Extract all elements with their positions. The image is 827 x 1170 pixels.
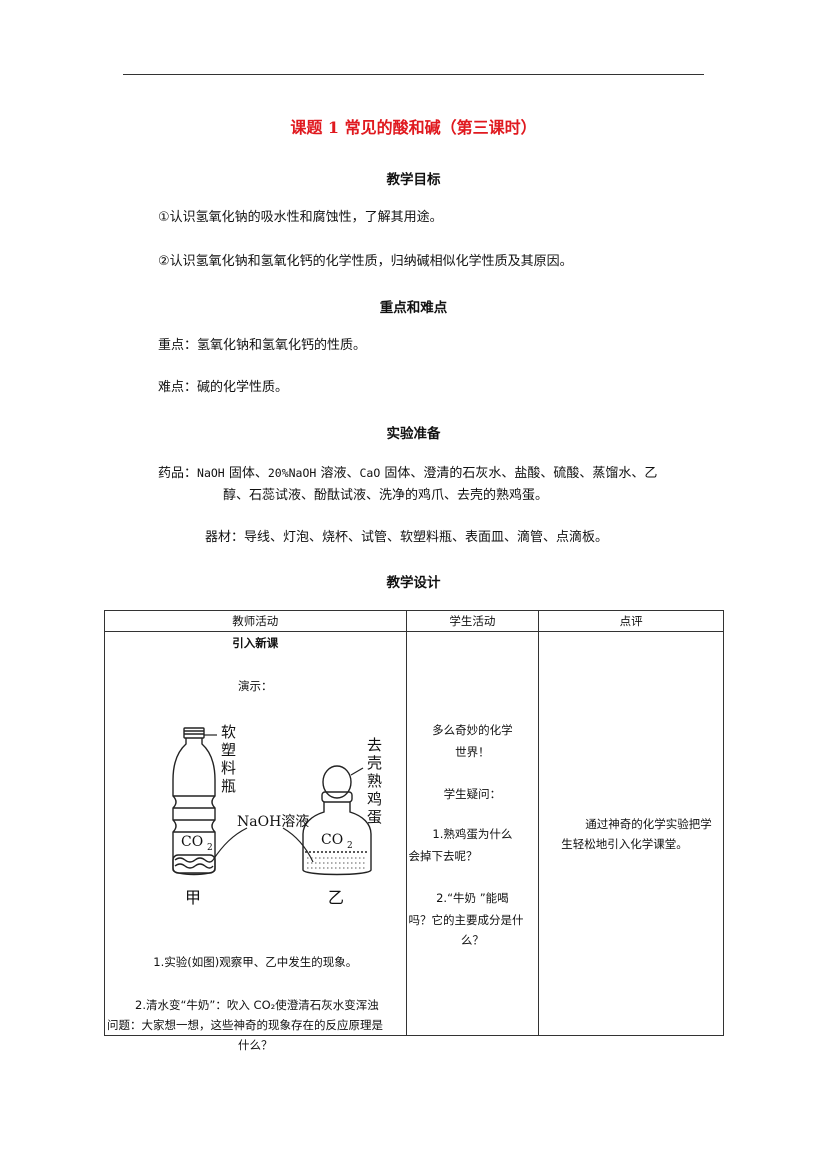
bottle-vertical-label: 软 塑 料 瓶 — [221, 723, 236, 795]
heading-key-points: 重点和难点 — [379, 300, 448, 316]
experiment-figure: 软 塑 料 瓶 去 壳 熟 鸡 蛋 NaOH溶液 CO — [172, 723, 382, 907]
table-header-row: 教师活动 学生活动 点评 — [104, 610, 724, 632]
teacher-demo: 演示： — [238, 679, 273, 693]
heading-prep: 实验准备 — [386, 426, 441, 442]
egg-bottle-figure — [302, 765, 372, 876]
naoh-solution-label: NaOH溶液 — [237, 814, 309, 830]
teacher-cell: 引入新课 演示： — [104, 631, 407, 1052]
plastic-bottle-figure — [172, 727, 216, 876]
left-gas-text: CO — [181, 834, 203, 850]
egg-vertical-label: 去 壳 熟 鸡 蛋 — [367, 736, 382, 826]
egg-label-1: 去 — [367, 736, 382, 754]
drugs-rest: 固体、澄清的石灰水、盐酸、硫酸、蒸馏水、乙 — [380, 466, 658, 481]
left-figure-name: 甲 — [185, 888, 201, 907]
teacher-section-title: 引入新课 — [232, 636, 279, 650]
drugs-line-1: 药品：NaOH 固体、20%NaOH 溶液、CaO 固体、澄清的石灰水、盐酸、硫… — [158, 463, 657, 484]
bottle-label-4: 瓶 — [221, 777, 236, 795]
teacher-step-1: 1.实验(如图)观察甲、乙中发生的现象。 — [153, 955, 358, 969]
equipment-line: 器材：导线、灯泡、烧杯、试管、软塑料瓶、表面皿、滴管、点滴板。 — [205, 530, 609, 545]
label-pointers — [204, 734, 364, 863]
header-rule — [123, 74, 704, 75]
student-line-1: 多么奇妙的化学 — [432, 723, 513, 737]
heading-design: 教学设计 — [386, 575, 441, 591]
comment-line-1: 通过神奇的化学实验把学 — [585, 817, 712, 831]
student-q2-line-1: 2.“牛奶 ”能喝 — [436, 891, 509, 905]
drugs-sep-1: 固体、 — [224, 466, 268, 481]
egg-label-4: 鸡 — [367, 790, 382, 808]
student-q1-line-2: 会掉下去呢？ — [408, 849, 478, 863]
table-row: 引入新课 演示： — [104, 631, 724, 1052]
design-table: 教师活动 学生活动 点评 引入新课 演示： — [104, 610, 724, 1052]
difficulty-point: 难点：碱的化学性质。 — [158, 380, 289, 395]
comment-line-2: 生轻松地引入化学课堂。 — [561, 837, 688, 851]
bottle-label-1: 软 — [221, 723, 236, 741]
goal-item-2: ②认识氢氧化钠和氢氧化钙的化学性质，归纳碱相似化学性质及其原因。 — [158, 254, 573, 269]
drugs-label: 药品： — [158, 466, 198, 481]
bottle-label-2: 塑 — [221, 741, 236, 759]
student-q2-line-3: 么？ — [460, 933, 484, 947]
student-line-2: 世界！ — [455, 745, 490, 759]
key-point: 重点：氢氧化钠和氢氧化钙的性质。 — [158, 338, 367, 353]
teacher-step-2-line-1: 2.清水变“牛奶”：吹入 CO₂使澄清石灰水变浑浊 — [135, 998, 379, 1012]
comment-cell: 通过神奇的化学实验把学 生轻松地引入化学课堂。 — [538, 631, 724, 1036]
egg-label-3: 熟 — [367, 772, 382, 790]
header-student: 学生活动 — [405, 610, 540, 632]
teacher-step-2-line-2: 问题：大家想一想，这些神奇的现象存在的反应原理是 — [107, 1018, 383, 1032]
left-gas-sub: 2 — [207, 843, 213, 853]
right-figure-name: 乙 — [328, 888, 344, 907]
left-gas-label: CO 2 — [181, 834, 213, 853]
right-gas-label: CO 2 — [321, 832, 353, 851]
egg-label-2: 壳 — [367, 754, 382, 772]
student-question-title: 学生疑问： — [443, 787, 502, 801]
heading-goals: 教学目标 — [386, 172, 441, 188]
drugs-naoh: NaOH — [197, 466, 225, 480]
teacher-step-2-line-3: 什么？ — [238, 1038, 273, 1052]
header-teacher: 教师活动 — [104, 610, 407, 632]
student-q1-line-1: 1.熟鸡蛋为什么 — [432, 827, 513, 841]
drugs-line-2: 醇、石蕊试液、酚酞试液、洗净的鸡爪、去壳的熟鸡蛋。 — [223, 488, 549, 503]
goal-item-1: ①认识氢氧化钠的吸水性和腐蚀性，了解其用途。 — [158, 210, 443, 225]
drugs-cao: CaO — [359, 466, 381, 480]
student-cell: 多么奇妙的化学 世界！ 学生疑问： 1.熟鸡蛋为什么 会掉下去呢？ 2.“牛奶 … — [405, 631, 540, 1036]
page-title: 课题 1 常见的酸和碱（第三课时） — [290, 118, 537, 137]
drugs-naoh-solution: 20%NaOH — [267, 466, 317, 480]
header-comment: 点评 — [538, 610, 724, 632]
right-gas-text: CO — [321, 832, 343, 848]
egg-label-5: 蛋 — [367, 808, 382, 826]
bottle-label-3: 料 — [221, 759, 236, 777]
drugs-sep-2: 溶液、 — [316, 466, 360, 481]
student-q2-line-2: 吗？它的主要成分是什 — [408, 913, 524, 927]
right-gas-sub: 2 — [347, 841, 353, 851]
